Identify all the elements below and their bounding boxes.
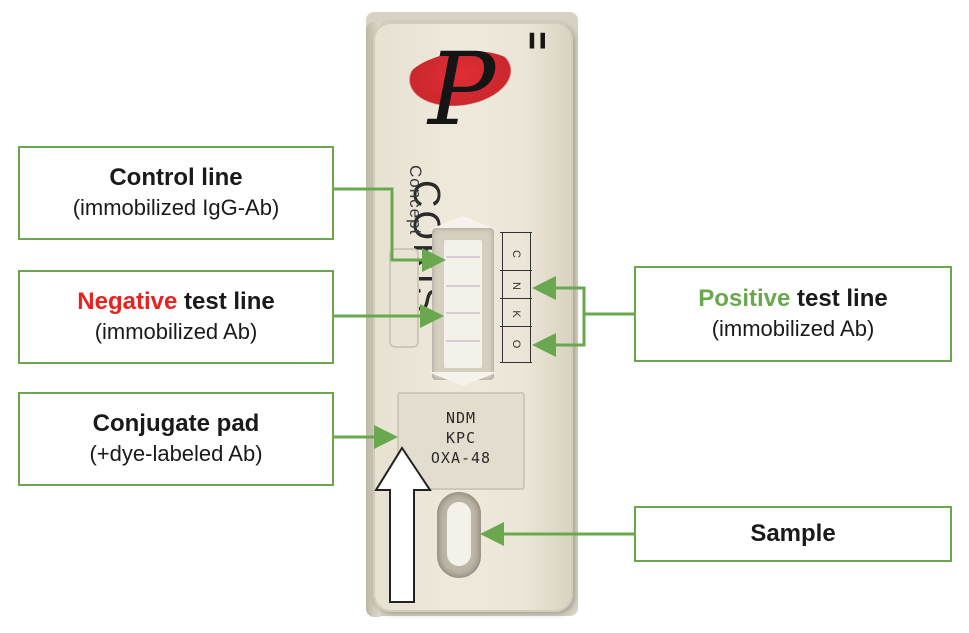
strip-control-line [446,256,480,258]
sample-title: Sample [750,520,836,547]
scale-tick [500,326,532,327]
conjugate-pad-title: Conjugate pad [92,410,260,437]
scale-tick [500,298,532,299]
label-line-kpc: KPC [445,429,477,447]
scale-tick [500,232,532,233]
positive-arrow-o [532,314,586,357]
scale-tick [500,362,532,363]
scale-border-right [530,232,531,362]
sample-box: Sample [634,506,952,562]
positive-test-line-box: Positive test line (immobilized Ab) [634,266,952,362]
cassette-label: NDM KPC OXA-48 [397,392,525,490]
scale-tick [500,270,532,271]
strip-n-line [446,285,480,287]
control-line-title: Control line [109,164,243,191]
strip-o-line [446,340,480,342]
sample-well-inner [447,502,471,566]
control-arrow [332,187,446,272]
window-wedge-top [428,216,498,230]
negative-test-line-title: Negative test line [20,287,332,317]
negative-word: Negative [77,288,178,315]
positive-arrow-n [532,276,634,316]
flow-direction-arrow-icon [374,446,432,603]
strip-k-line [446,312,480,314]
positive-title-rest: test line [790,285,888,312]
side-slot [389,248,419,348]
logo-quote: " [524,21,551,89]
conjugate-pad-box: Conjugate pad (+dye-labeled Ab) [18,392,334,486]
positive-test-line-sub: (immobilized Ab) [711,316,875,341]
negative-title-rest: test line [177,288,275,315]
logo-letter: P [428,31,496,148]
negative-test-line-box: Negative test line (immobilized Ab) [18,270,334,364]
negative-test-line-sub: (immobilized Ab) [94,319,258,344]
control-line-sub: (immobilized IgG-Ab) [72,195,280,220]
test-strip [444,240,482,368]
label-line-ndm: NDM [445,409,477,427]
positive-word: Positive [698,285,791,312]
window-wedge-bottom [428,372,498,386]
label-line-oxa48: OXA-48 [430,449,492,467]
positive-test-line-title: Positive test line [636,284,950,314]
control-line-box: Control line (immobilized IgG-Ab) [18,146,334,240]
scale-border-left [502,232,503,362]
conjugate-pad-sub: (+dye-labeled Ab) [89,441,263,466]
